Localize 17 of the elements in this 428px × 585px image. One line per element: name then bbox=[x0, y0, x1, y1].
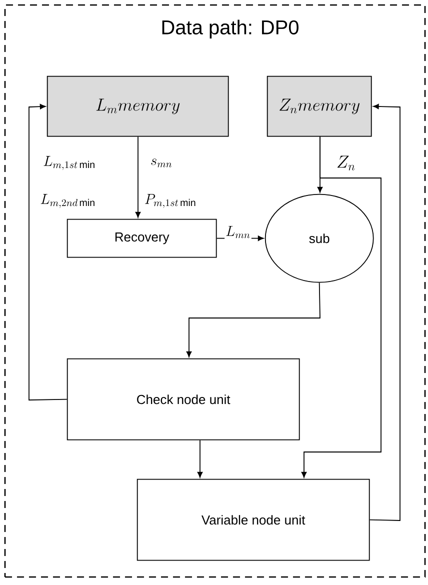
edge-label: $L_{mn}$ bbox=[224, 225, 252, 239]
arrow bbox=[197, 440, 203, 478]
signal-label: $s_{mn}$ bbox=[151, 158, 172, 168]
arrow bbox=[301, 136, 382, 478]
signal-label: $P_{m,1st\min}$ bbox=[145, 194, 196, 208]
signal-label: $Z_n$ bbox=[337, 156, 355, 170]
signal-label: $L_{m,2nd\min}$ bbox=[40, 194, 94, 208]
variable-node-box: Variable node unit bbox=[136, 478, 370, 561]
arrow bbox=[186, 282, 320, 358]
signal-label: $L_{m,1st\min}$ bbox=[44, 156, 94, 170]
arrow bbox=[28, 104, 68, 400]
memory-box: $Z_n memory$ bbox=[266, 76, 372, 137]
arrow bbox=[369, 104, 400, 521]
arrow bbox=[135, 136, 141, 218]
memory-box: $L_m memory$ bbox=[46, 76, 229, 137]
recovery-box: Recovery bbox=[66, 218, 217, 258]
check-node-box: Check node unit bbox=[66, 358, 300, 440]
